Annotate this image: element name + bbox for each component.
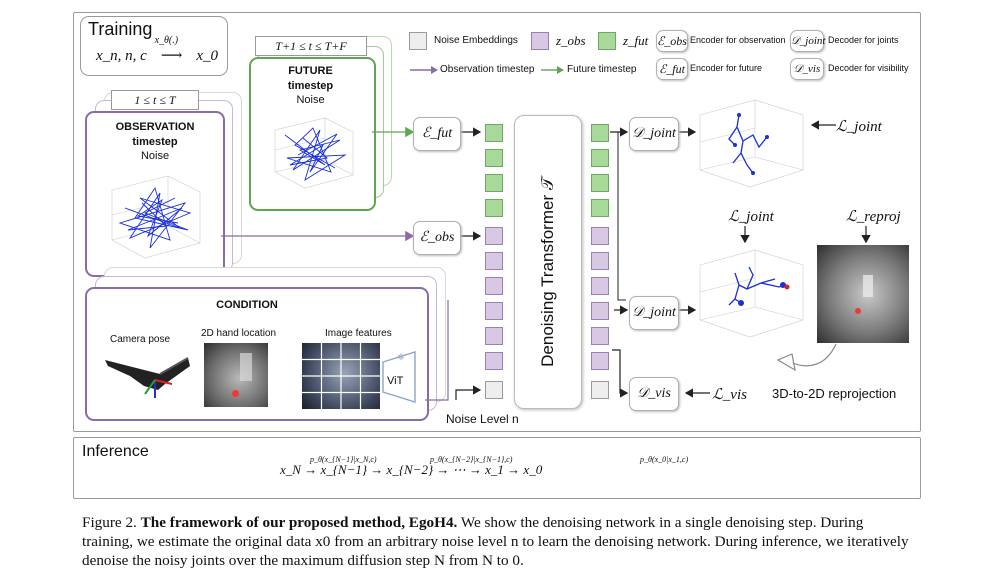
noise-level-text: Noise Level n <box>446 412 519 426</box>
condition-title: CONDITION <box>216 299 278 311</box>
training-formula-right: x_0 <box>196 48 218 64</box>
hand-location-label: 2D hand location <box>201 328 277 339</box>
camera-pose-label: Camera pose <box>110 334 171 345</box>
input-token-obs <box>485 302 503 320</box>
image-features-grid <box>302 343 380 409</box>
future-title: FUTURE <box>288 65 333 77</box>
predicted-joints-plot-mid <box>699 249 804 338</box>
input-token-fut <box>485 124 503 142</box>
input-token-noise <box>485 381 503 399</box>
inference-p3: p_θ(x_0|x_1,c) <box>640 455 689 464</box>
training-formula-arrow-label: x_θ(.) <box>154 35 179 46</box>
transformer-label: Denoising Transformer 𝒯 <box>538 177 557 367</box>
observation-range: 1 ≤ t ≤ T <box>111 90 199 110</box>
observation-title: OBSERVATION <box>115 121 195 133</box>
caption-text: We show the denoising network in a singl… <box>82 514 909 569</box>
output-token-obs <box>591 227 609 245</box>
loss-joint-top: ℒ_joint <box>836 119 882 135</box>
legend-obs-timestep: Observation timestep <box>440 64 535 75</box>
reprojection-label: 3D-to-2D reprojection <box>772 386 897 401</box>
output-token-fut <box>591 174 609 192</box>
observation-timestep: timestep <box>132 136 178 148</box>
observation-noise-plot <box>111 175 201 259</box>
legend-dec-joint-box: 𝒟_joint <box>790 30 825 52</box>
figure-caption: Figure 2. The framework of our proposed … <box>82 513 912 570</box>
legend-zfut-swatch <box>598 32 616 50</box>
observation-box <box>85 111 225 277</box>
observation-noise: Noise <box>140 150 170 162</box>
training-formula: x_n, n, c x_θ(.)⟶ x_0 <box>96 35 218 64</box>
caption-bold: The framework of our proposed method, Eg… <box>140 514 458 531</box>
legend-zfut: z_fut <box>623 33 649 48</box>
input-token-fut <box>485 199 503 217</box>
reprojection-image <box>817 245 909 343</box>
vit-block: ❄ <box>382 351 416 403</box>
glasses-icon <box>105 357 190 398</box>
input-token-obs <box>485 352 503 370</box>
future-range: T+1 ≤ t ≤ T+F <box>255 36 367 56</box>
output-token-noise <box>591 381 609 399</box>
input-token-obs <box>485 327 503 345</box>
output-token-obs <box>591 302 609 320</box>
training-formula-left: x_n, n, c <box>96 48 147 64</box>
input-token-fut <box>485 149 503 167</box>
caption-label: Figure 2. <box>82 514 137 531</box>
future-noise-plot <box>274 117 354 189</box>
legend-enc-obs-label: Encoder for observation <box>690 35 786 45</box>
legend-noise-embeddings: Noise Embeddings <box>434 35 518 46</box>
dec-joint-top-module: 𝒟_joint <box>629 117 679 151</box>
loss-reproj: ℒ_reproj <box>846 209 901 225</box>
legend-dec-vis-box: 𝒟_vis <box>790 58 824 80</box>
inference-chain-text: x_N → x_{N−1} → x_{N−2} → ⋯ → x_1 → x_0 <box>280 462 543 477</box>
reprojected-point-marker <box>855 308 861 314</box>
output-token-fut <box>591 199 609 217</box>
future-box <box>249 57 376 211</box>
inference-chain: x_N → x_{N−1} → x_{N−2} → ⋯ → x_1 → x_0 <box>280 462 542 478</box>
legend-enc-fut-box: ℰ_fut <box>656 58 688 80</box>
enc-fut-module: ℰ_fut <box>413 117 461 151</box>
svg-text:❄: ❄ <box>397 353 405 363</box>
legend-dec-joint-label: Decoder for joints <box>828 35 899 45</box>
vit-label: ViT <box>387 375 404 387</box>
training-panel <box>73 12 921 432</box>
legend-zobs-swatch <box>531 32 549 50</box>
output-token-obs <box>591 277 609 295</box>
inference-panel <box>73 437 921 499</box>
dec-vis-module: 𝒟_vis <box>629 377 679 411</box>
input-token-obs <box>485 252 503 270</box>
input-token-obs <box>485 227 503 245</box>
noise-level-label: Noise Level n <box>446 412 519 426</box>
legend-enc-fut-label: Encoder for future <box>690 63 763 73</box>
loss-vis: ℒ_vis <box>712 387 747 403</box>
denoising-transformer <box>514 115 582 409</box>
input-token-obs <box>485 277 503 295</box>
training-title: Training <box>88 19 153 39</box>
legend-timestep-arrows <box>410 66 564 74</box>
training-formula-box <box>80 16 228 76</box>
legend-fut-timestep: Future timestep <box>567 64 637 75</box>
hand-keypoint-marker <box>232 390 239 397</box>
output-token-obs <box>591 352 609 370</box>
output-token-fut <box>591 149 609 167</box>
output-token-obs <box>591 327 609 345</box>
output-token-obs <box>591 252 609 270</box>
inference-p2: p_θ(x_{N−2}|x_{N−1},c) <box>430 455 513 464</box>
future-noise: Noise <box>296 94 325 106</box>
hand-location-image <box>204 343 268 407</box>
dec-joint-mid-module: 𝒟_joint <box>629 296 679 330</box>
legend-zobs: z_obs <box>556 33 586 48</box>
flow-arrows <box>221 120 871 401</box>
future-timestep: timestep <box>287 80 334 92</box>
legend-dec-vis-label: Decoder for visibility <box>828 63 909 73</box>
inference-p1: p_θ(x_{N−1}|x_N,c) <box>310 455 377 464</box>
enc-obs-module: ℰ_obs <box>413 221 461 255</box>
legend-noise-swatch <box>409 32 427 50</box>
image-features-label: Image features <box>325 328 392 339</box>
inference-title: Inference <box>82 443 149 460</box>
legend-enc-obs-box: ℰ_obs <box>656 30 688 52</box>
predicted-joints-plot-top <box>699 99 804 188</box>
loss-joint-mid: ℒ_joint <box>728 209 774 225</box>
input-token-fut <box>485 174 503 192</box>
output-token-fut <box>591 124 609 142</box>
